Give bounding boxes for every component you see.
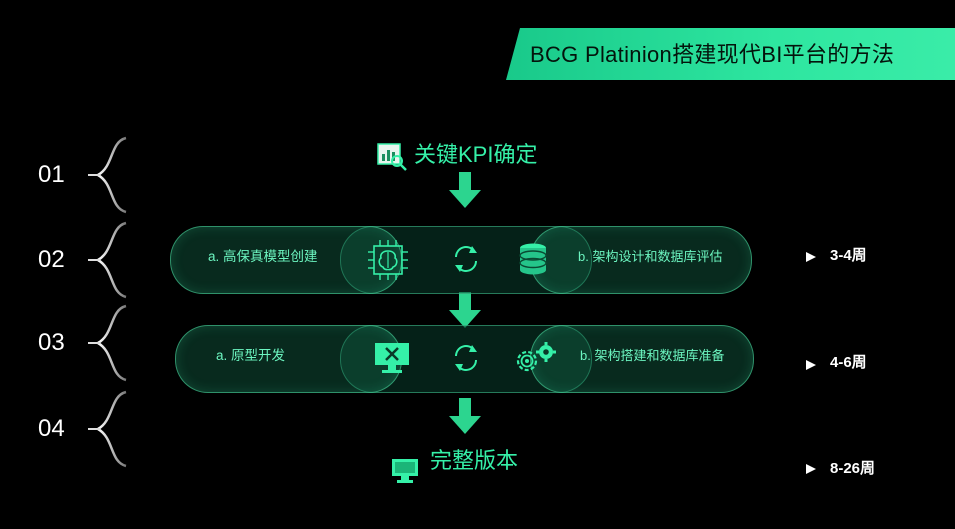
row2-left-pill [170,226,402,294]
gears-icon [516,342,556,372]
step-number-02: 02 [38,246,65,273]
row2-right-label: b. 架构设计和数据库评估 [578,249,723,264]
refresh-icon [455,246,477,272]
brace-icon [88,390,127,468]
duration-arrow-icon [752,360,816,370]
duration-arrow-icon [752,252,816,262]
refresh-icon [455,345,477,371]
brace-icon [88,304,127,382]
duration-arrow-icon [700,464,816,474]
step-number-03: 03 [38,329,65,356]
row3-right-pill [530,325,754,393]
row2-right-pill [530,226,752,294]
down-arrow-icon [449,398,481,434]
row3-left-label: a. 原型开发 [216,348,286,363]
brace-icon [88,221,127,299]
row2-left-label: a. 高保真模型创建 [208,249,318,264]
title-banner [506,28,955,80]
phase-heading-final: 完整版本 [430,448,519,473]
down-arrow-icon [449,292,481,328]
database-icon [519,243,547,275]
step-number-04: 04 [38,415,65,442]
monitor-icon [392,459,418,483]
monitor-tools-icon [375,343,409,373]
page-title: BCG Platinion搭建现代BI平台的方法 [530,42,895,67]
phase-heading-kpi: 关键KPI确定 [414,142,538,167]
row3-right-label: b. 架构搭建和数据库准备 [580,348,725,363]
brace-icon [88,136,127,214]
step-number-01: 01 [38,161,65,188]
row3-duration: 4-6周 [830,354,867,371]
row3-left-pill [175,325,402,393]
brain-chip-icon [368,240,408,280]
down-arrow-icon [449,172,481,208]
chart-magnifier-icon [377,143,407,171]
row2-duration: 3-4周 [830,247,867,264]
final-duration: 8-26周 [830,460,876,477]
